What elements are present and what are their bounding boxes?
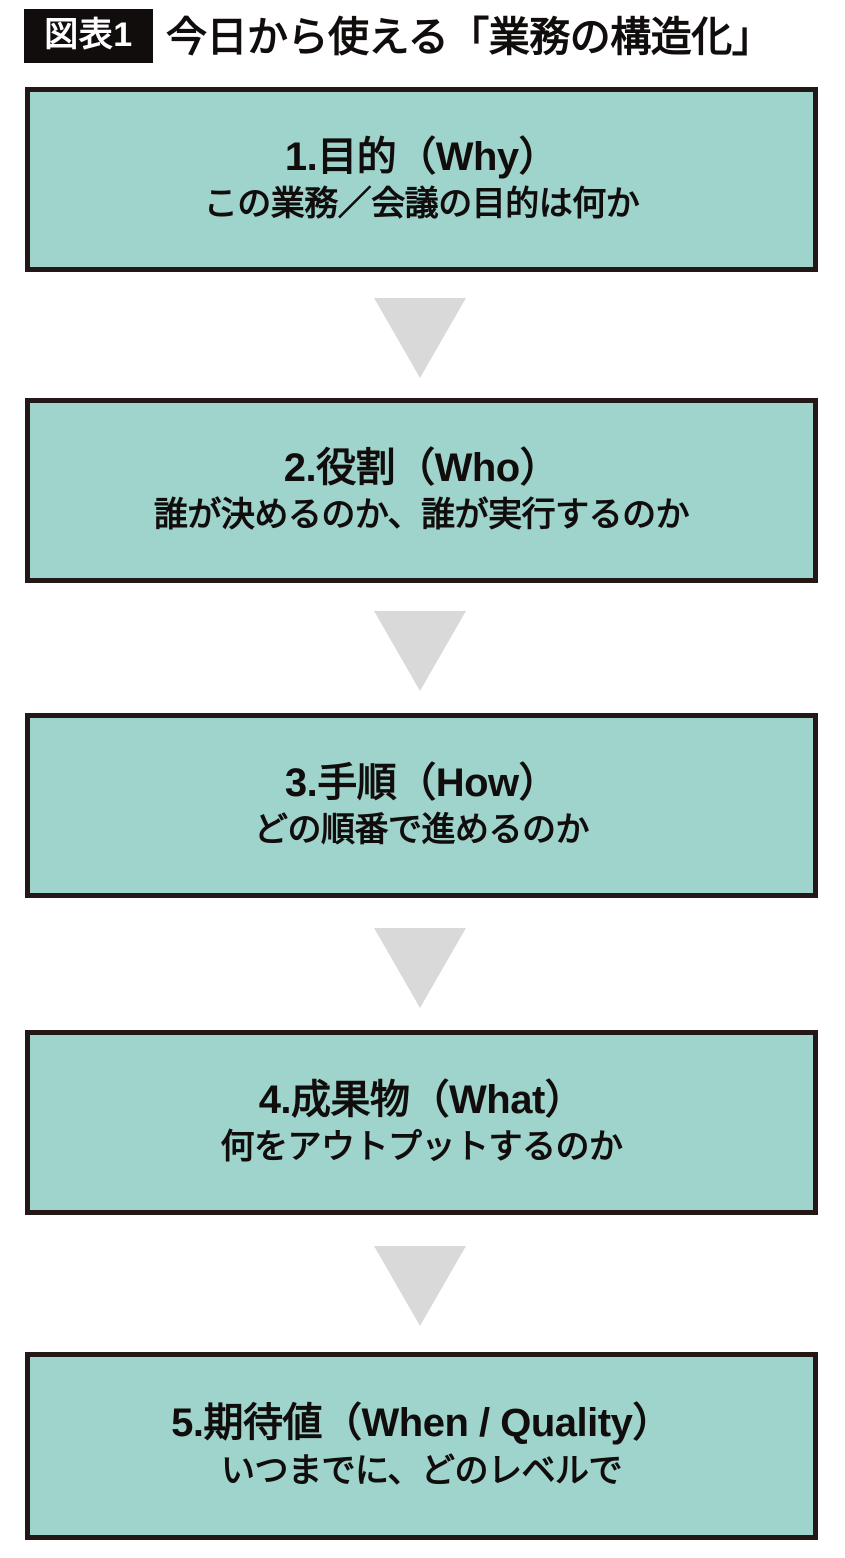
triangle-down-icon — [374, 1246, 466, 1326]
figure-header: 図表1 今日から使える「業務の構造化」 — [24, 4, 824, 68]
flow-step-1-title: 1.目的（Why） — [284, 134, 559, 179]
flow-step-1: 1.目的（Why） この業務／会議の目的は何か — [25, 87, 818, 272]
flow-step-5: 5.期待値（When / Quality） いつまでに、どのレベルで — [25, 1352, 818, 1540]
flow-step-3: 3.手順（How） どの順番で進めるのか — [25, 713, 818, 898]
flow-step-1-description: この業務／会議の目的は何か — [203, 185, 640, 224]
triangle-down-icon — [374, 928, 466, 1008]
flow-step-4-title: 4.成果物（What） — [258, 1077, 585, 1122]
flow-step-4: 4.成果物（What） 何をアウトプットするのか — [25, 1030, 818, 1215]
triangle-down-icon — [374, 298, 466, 378]
flow-step-2: 2.役割（Who） 誰が決めるのか、誰が実行するのか — [25, 398, 818, 583]
page-title: 今日から使える「業務の構造化」 — [166, 13, 773, 60]
flow-step-4-description: 何をアウトプットするのか — [220, 1128, 624, 1167]
flow-step-3-description: どの順番で進めるのか — [254, 811, 590, 850]
triangle-down-icon — [374, 611, 466, 691]
flow-step-5-title: 5.期待値（When / Quality） — [171, 1401, 672, 1446]
flow-step-2-description: 誰が決めるのか、誰が実行するのか — [153, 496, 690, 535]
figure-number-badge: 図表1 — [24, 9, 153, 63]
flow-step-2-title: 2.役割（Who） — [283, 445, 560, 490]
flow-step-3-title: 3.手順（How） — [284, 760, 559, 805]
flow-step-5-description: いつまでに、どのレベルで — [221, 1451, 622, 1490]
